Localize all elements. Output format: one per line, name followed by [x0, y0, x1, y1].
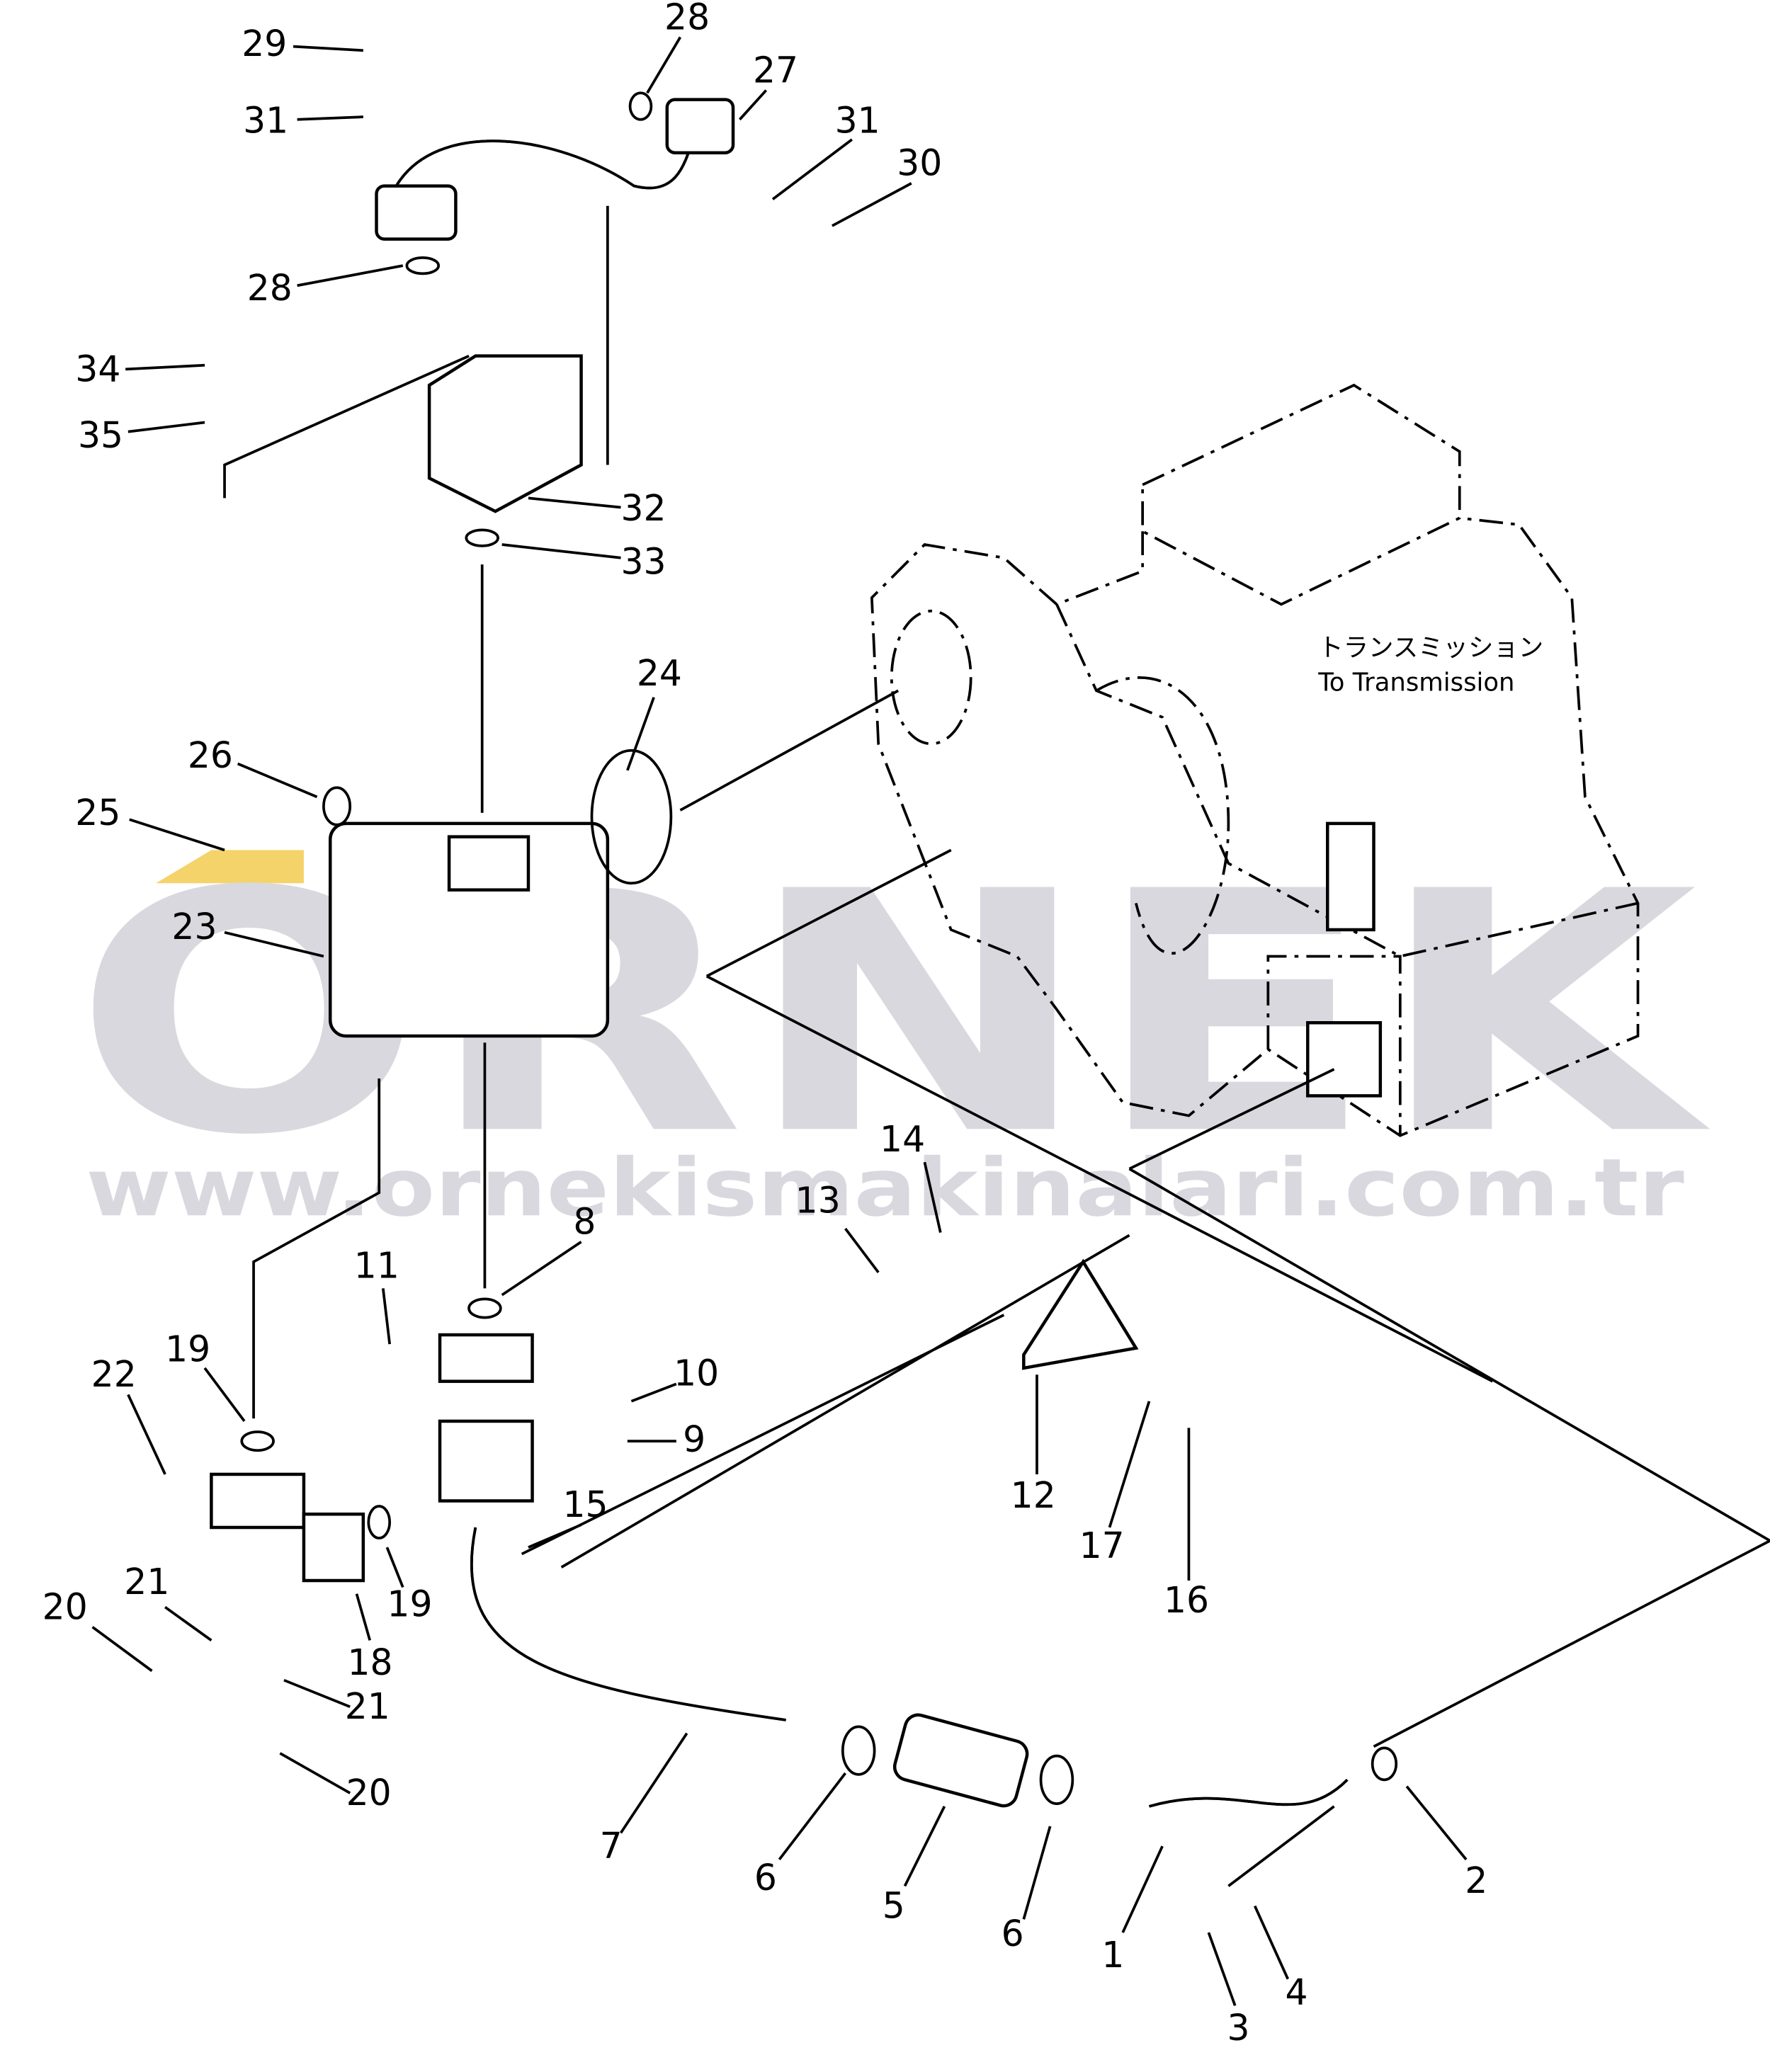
callouts: 29 28 27 31 31 30 28 34 35 32 33 24 26 2…	[42, 0, 1488, 2049]
callout-6: 6	[1002, 1913, 1024, 1954]
callout-19: 19	[387, 1583, 432, 1625]
leader-lines	[91, 36, 1770, 2006]
callout-1: 1	[1101, 1934, 1124, 1976]
callout-2: 2	[1465, 1860, 1487, 1901]
parts	[210, 91, 1398, 1808]
callout-10: 10	[674, 1352, 719, 1394]
callout-28: 28	[664, 0, 710, 38]
callout-8: 8	[573, 1200, 596, 1242]
callout-14: 14	[880, 1118, 925, 1160]
watermark-url: www.ornekismakinalari.com.tr	[86, 1142, 1684, 1234]
callout-21: 21	[124, 1561, 169, 1603]
callout-3: 3	[1227, 2007, 1250, 2049]
callout-15: 15	[562, 1484, 608, 1525]
callout-6: 6	[754, 1857, 777, 1899]
note-japanese: トランスミッション	[1318, 633, 1543, 662]
callout-29: 29	[242, 23, 287, 64]
callout-4: 4	[1286, 1971, 1308, 2013]
callout-16: 16	[1164, 1579, 1209, 1621]
callout-17: 17	[1079, 1525, 1125, 1566]
callout-20: 20	[346, 1772, 392, 1814]
callout-20: 20	[42, 1586, 88, 1627]
callout-5: 5	[883, 1884, 905, 1926]
callout-13: 13	[795, 1179, 841, 1221]
callout-23: 23	[171, 906, 217, 947]
logo-accent	[156, 850, 304, 884]
pump-23	[328, 821, 610, 1038]
callout-25: 25	[75, 792, 120, 833]
transmission-housing: トランスミッション To Transmission	[870, 383, 1640, 1137]
callout-27: 27	[753, 49, 798, 91]
callout-32: 32	[621, 487, 666, 529]
watermark: ORNEK www.ornekismakinalari.com.tr	[73, 821, 1713, 1234]
callout-31: 31	[835, 99, 880, 141]
callout-7: 7	[600, 1825, 623, 1867]
callout-19: 19	[165, 1328, 210, 1370]
callout-11: 11	[354, 1244, 399, 1286]
callout-21: 21	[345, 1685, 390, 1727]
note-to-transmission: To Transmission	[1317, 668, 1514, 697]
callout-12: 12	[1011, 1474, 1056, 1516]
callout-33: 33	[621, 540, 666, 582]
callout-28: 28	[247, 267, 293, 309]
callout-24: 24	[637, 652, 682, 694]
callout-18: 18	[347, 1641, 392, 1683]
callout-34: 34	[75, 348, 120, 389]
callout-30: 30	[897, 142, 942, 183]
callout-22: 22	[91, 1353, 137, 1395]
callout-31: 31	[243, 99, 288, 141]
callout-35: 35	[78, 414, 123, 456]
callout-26: 26	[188, 734, 233, 776]
callout-9: 9	[683, 1418, 705, 1460]
